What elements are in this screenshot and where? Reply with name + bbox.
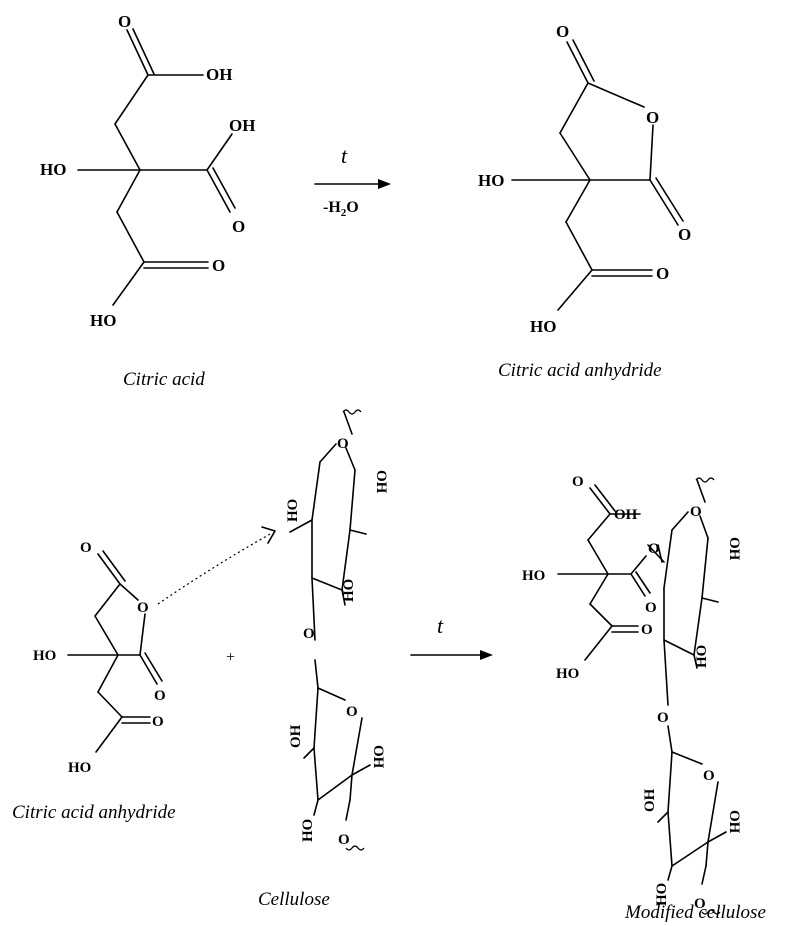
- arrow1-condition-water: -H2O: [323, 199, 359, 219]
- caption-anhydride-bottom: Citric acid anhydride: [12, 802, 176, 823]
- atom-o: O: [656, 264, 669, 283]
- atom-o: O: [346, 704, 358, 720]
- anhydride-bottom-structure: [67, 550, 163, 753]
- atom-ho: HO: [654, 883, 670, 906]
- atom-o: O: [232, 217, 245, 236]
- atom-oh: OH: [206, 65, 232, 84]
- atom-o: O: [690, 504, 702, 520]
- atom-o: O: [641, 622, 653, 638]
- atom-o: O: [703, 768, 715, 784]
- caption-citric-acid: Citric acid: [123, 369, 205, 390]
- atom-o: O: [80, 540, 92, 556]
- anhydride-top-structure: [511, 39, 684, 311]
- atom-ho: HO: [90, 311, 116, 330]
- atom-oh: OH: [726, 810, 742, 834]
- atom-o: O: [556, 22, 569, 41]
- atom-ho: HO: [341, 579, 357, 602]
- atom-o: O: [337, 436, 349, 452]
- atom-ho: HO: [522, 568, 545, 584]
- caption-cellulose: Cellulose: [258, 889, 330, 910]
- atom-o: O: [137, 600, 149, 616]
- atom-ho: HO: [68, 760, 91, 776]
- atom-o: O: [648, 541, 660, 557]
- atom-ho: HO: [556, 666, 579, 682]
- atom-o: O: [152, 714, 164, 730]
- caption-modified-cellulose: Modified cellulose: [624, 902, 766, 923]
- atom-o: O: [678, 225, 691, 244]
- reaction-arrow-1: [314, 179, 391, 189]
- atom-o: O: [572, 474, 584, 490]
- atom-o: O: [212, 256, 225, 275]
- atom-o: O: [645, 600, 657, 616]
- atom-o: O: [657, 710, 669, 726]
- atom-oh: OH: [726, 537, 742, 561]
- atom-oh: OH: [642, 788, 658, 812]
- atom-oh: OH: [370, 745, 386, 769]
- citric-acid-structure: [77, 28, 236, 306]
- atom-ho: HO: [300, 819, 316, 842]
- atom-o: O: [338, 832, 350, 848]
- arrow2-condition-t: t: [437, 613, 444, 638]
- atom-ho: HO: [478, 171, 504, 190]
- atom-ho: HO: [33, 648, 56, 664]
- atom-oh: OH: [229, 116, 255, 135]
- atom-ho: HO: [694, 645, 710, 668]
- atom-o: O: [303, 626, 315, 642]
- attack-arrow: [157, 526, 276, 605]
- atom-ho: HO: [40, 160, 66, 179]
- atom-o: O: [646, 108, 659, 127]
- atom-oh: OH: [373, 470, 389, 494]
- atom-ho: HO: [285, 499, 301, 522]
- atom-o: O: [694, 896, 706, 912]
- reaction-arrow-2: [410, 650, 493, 660]
- plus-sign: +: [226, 649, 235, 666]
- modified-cellulose-structure: [557, 477, 727, 915]
- atom-ho: HO: [530, 317, 556, 336]
- atom-oh: OH: [614, 507, 638, 523]
- caption-anhydride-top: Citric acid anhydride: [498, 360, 662, 381]
- atom-o: O: [154, 688, 166, 704]
- atom-o: O: [118, 12, 131, 31]
- cellulose-structure: [289, 409, 371, 851]
- atom-oh: OH: [288, 724, 304, 748]
- arrow1-condition-t: t: [341, 143, 348, 168]
